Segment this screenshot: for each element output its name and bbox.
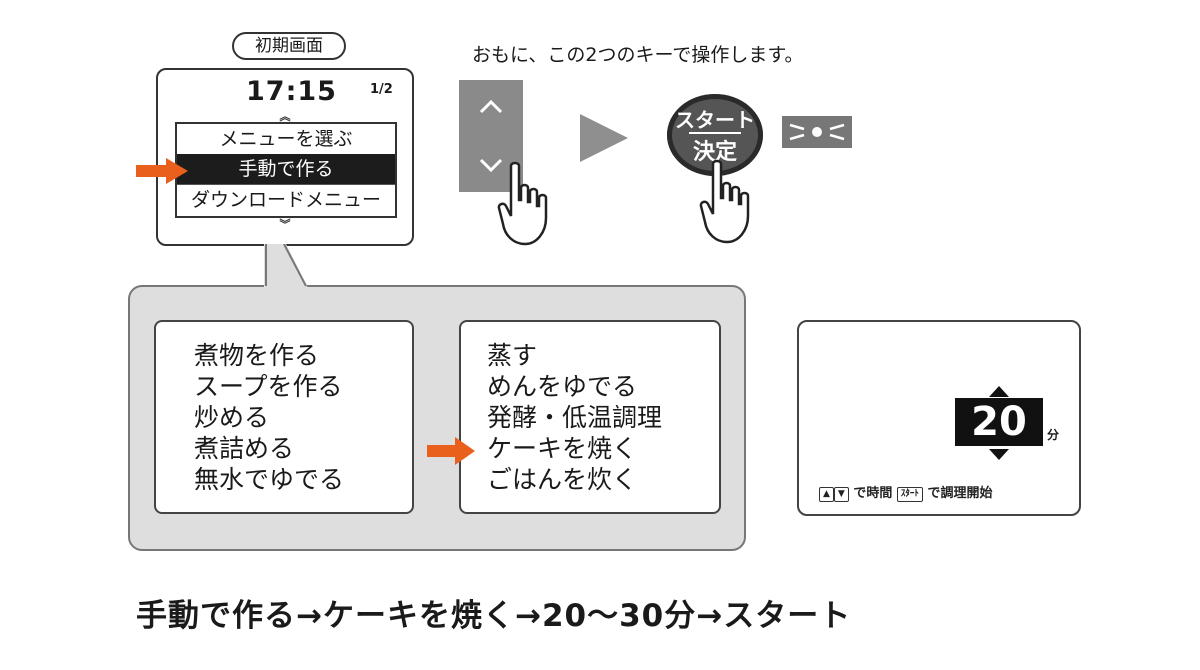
up-key[interactable] [459,86,523,126]
submenu-item[interactable]: めんをゆでる [487,372,638,401]
timer-display: 20 分 ▲▼ で時間 ｽﾀｰﾄ で調理開始 [797,320,1081,516]
increase-arrow-icon [989,386,1009,397]
submenu-right-list: 蒸す めんをゆでる 発酵・低温調理 ケーキを焼く ごはんを炊く [487,340,662,495]
orange-arrow-icon [427,437,475,465]
hand-pointer-icon [699,159,750,244]
up-key-icon: ▲ [819,487,834,502]
submenu-item[interactable]: スープを作る [194,372,343,401]
submenu-item[interactable]: 炒める [194,403,270,432]
submenu-item[interactable]: 発酵・低温調理 [487,403,663,432]
chevron-up-icon [479,99,503,114]
initial-screen-label: 初期画面 [232,32,346,60]
down-key[interactable] [459,146,523,186]
submenu-item[interactable]: 煮物を作る [194,341,320,370]
lcd-menu-item-selected[interactable]: 手動で作る [177,154,395,184]
submenu-item-selected[interactable]: ケーキを焼く [487,434,638,463]
scroll-up-icon: ︽ [279,110,291,123]
procedure-summary: 手動で作る→ケーキを焼く→20～30分→スタート [136,598,852,634]
start-key-icon: ｽﾀｰﾄ [896,487,923,502]
timer-unit: 分 [1047,428,1060,442]
submenu-left-box: 煮物を作る スープを作る 炒める 煮詰める 無水でゆでる [154,320,414,514]
submenu-item[interactable]: 蒸す [487,341,538,370]
submenu-item[interactable]: 無水でゆでる [194,465,345,494]
page-indicator: 1/2 [370,82,393,97]
scroll-down-icon: ︾ [279,218,291,231]
lcd-menu-item[interactable]: ダウンロードメニュー [177,184,395,215]
submenu-right-box: 蒸す めんをゆでる 発酵・低温調理 ケーキを焼く ごはんを炊く [459,320,721,514]
hand-pointer-icon [497,161,548,246]
indicator-lamp-icon [782,116,852,148]
down-key-icon: ▼ [833,487,849,502]
start-label: スタート [675,108,755,132]
instruction-text: おもに、この2つのキーで操作します。 [472,44,804,66]
timer-hint: ▲▼ で時間 ｽﾀｰﾄ で調理開始 [819,482,992,502]
next-step-arrow-icon [580,114,628,162]
clock-time: 17:15 [246,76,337,107]
decrease-arrow-icon [989,449,1009,460]
chevron-down-icon [479,158,503,173]
lcd-display: 17:15 1/2 ︽ メニューを選ぶ 手動で作る ダウンロードメニュー ︾ [156,68,414,246]
hint-start-text: で調理開始 [927,486,993,501]
timer-value: 20 [955,398,1043,446]
balloon-pointer [264,244,308,288]
submenu-item[interactable]: ごはんを炊く [487,465,638,494]
submenu-left-list: 煮物を作る スープを作る 炒める 煮詰める 無水でゆでる [194,340,344,495]
submenu-item[interactable]: 煮詰める [194,434,295,463]
lcd-menu-list: メニューを選ぶ 手動で作る ダウンロードメニュー [175,122,397,218]
orange-arrow-icon [136,158,188,184]
hint-time-text: で時間 [853,486,893,501]
lcd-menu-item[interactable]: メニューを選ぶ [177,124,395,155]
